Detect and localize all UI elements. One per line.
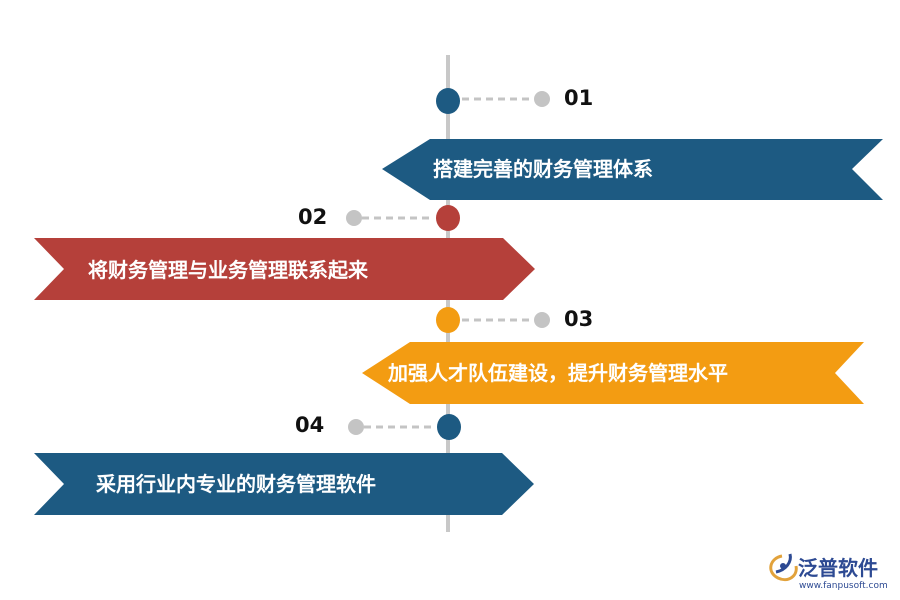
- step-3-node: [436, 307, 460, 333]
- brand-logo: 泛普软件 www.fanpusoft.com: [769, 553, 888, 591]
- step-4: 04 采用行业内专业的财务管理软件: [34, 413, 534, 515]
- logo-url: www.fanpusoft.com: [799, 581, 888, 591]
- step-4-text: 采用行业内专业的财务管理软件: [96, 472, 376, 496]
- step-4-end-dot: [348, 419, 364, 435]
- step-3-number: 03: [564, 307, 593, 331]
- logo-name: 泛普软件: [798, 556, 878, 580]
- step-2-text: 将财务管理与业务管理联系起来: [88, 258, 369, 282]
- step-4-node: [437, 414, 461, 440]
- step-2: 02 将财务管理与业务管理联系起来: [34, 205, 535, 300]
- step-2-number: 02: [298, 205, 327, 229]
- step-3-banner: [362, 342, 864, 404]
- step-2-node: [436, 205, 460, 231]
- step-4-number: 04: [295, 413, 324, 437]
- step-3-end-dot: [534, 312, 550, 328]
- step-2-banner: [34, 238, 535, 300]
- step-1-text: 搭建完善的财务管理体系: [433, 157, 653, 181]
- step-4-banner: [34, 453, 534, 515]
- step-1: 01 搭建完善的财务管理体系: [382, 86, 883, 200]
- step-3: 03 加强人才队伍建设，提升财务管理水平: [362, 307, 864, 404]
- step-3-text: 加强人才队伍建设，提升财务管理水平: [387, 361, 728, 385]
- step-2-end-dot: [346, 210, 362, 226]
- step-1-number: 01: [564, 86, 593, 110]
- step-1-banner: [382, 139, 883, 200]
- step-1-node: [436, 88, 460, 114]
- step-1-end-dot: [534, 91, 550, 107]
- fanpu-logo-icon: [769, 553, 798, 582]
